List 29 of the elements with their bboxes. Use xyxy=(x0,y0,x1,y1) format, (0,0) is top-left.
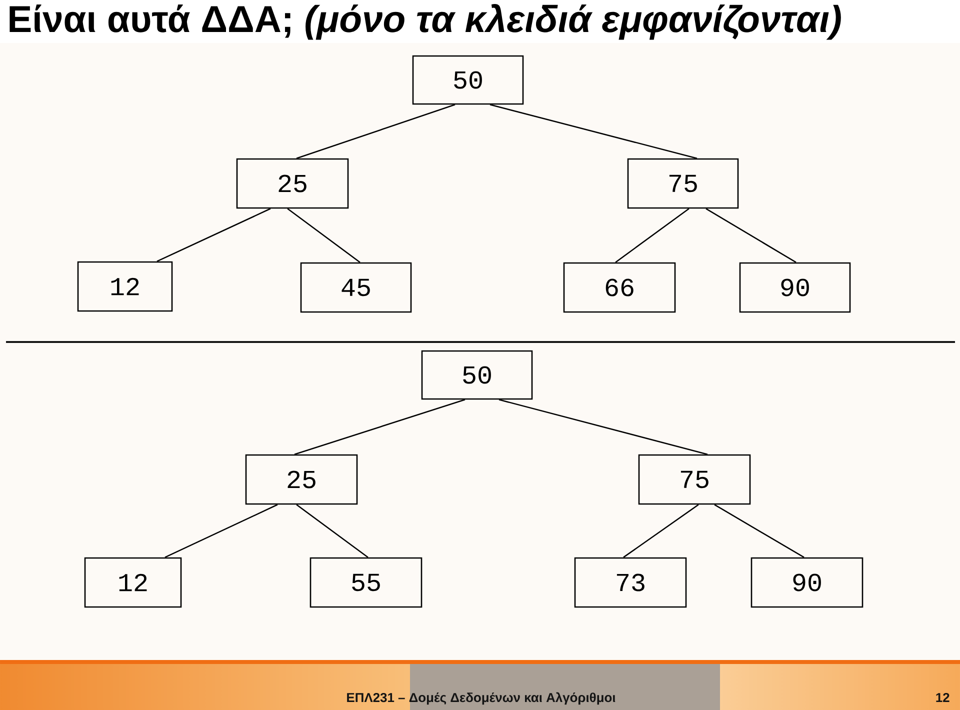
key-box: 25 xyxy=(236,158,349,209)
key-box: 50 xyxy=(421,350,533,400)
key-box: 75 xyxy=(627,158,739,209)
tree-edge xyxy=(296,504,368,558)
key-box: 66 xyxy=(563,262,676,313)
key-box: 25 xyxy=(245,454,358,505)
page-number: 12 xyxy=(936,692,950,702)
tree-edge xyxy=(296,104,456,159)
tree-edge xyxy=(294,399,466,455)
tree-edge xyxy=(164,504,278,558)
tree-edge xyxy=(490,104,698,159)
tree-edge xyxy=(714,504,804,558)
key-box: 12 xyxy=(84,557,182,608)
key-box: 73 xyxy=(574,557,687,608)
key-box: 90 xyxy=(739,262,851,313)
key-box: 12 xyxy=(77,261,173,312)
tree-edge xyxy=(615,208,690,263)
key-box: 90 xyxy=(750,557,864,608)
key-box: 75 xyxy=(638,454,751,505)
tree-edge xyxy=(156,208,271,262)
key-box: 55 xyxy=(310,557,422,608)
key-box: 45 xyxy=(300,262,412,313)
slide-title: Είναι αυτά ΔΔΑ; (μόνο τα κλειδιά εμφανίζονται) xyxy=(10,4,841,40)
footer-text: ΕΠΛ231 – Δομές Δεδομένων και Αλγόριθμοι xyxy=(347,692,616,705)
tree-edge xyxy=(706,208,796,263)
tree-edge xyxy=(623,504,699,558)
key-box: 50 xyxy=(412,55,524,105)
tree-edge xyxy=(498,399,708,455)
tree-edge xyxy=(287,208,360,263)
